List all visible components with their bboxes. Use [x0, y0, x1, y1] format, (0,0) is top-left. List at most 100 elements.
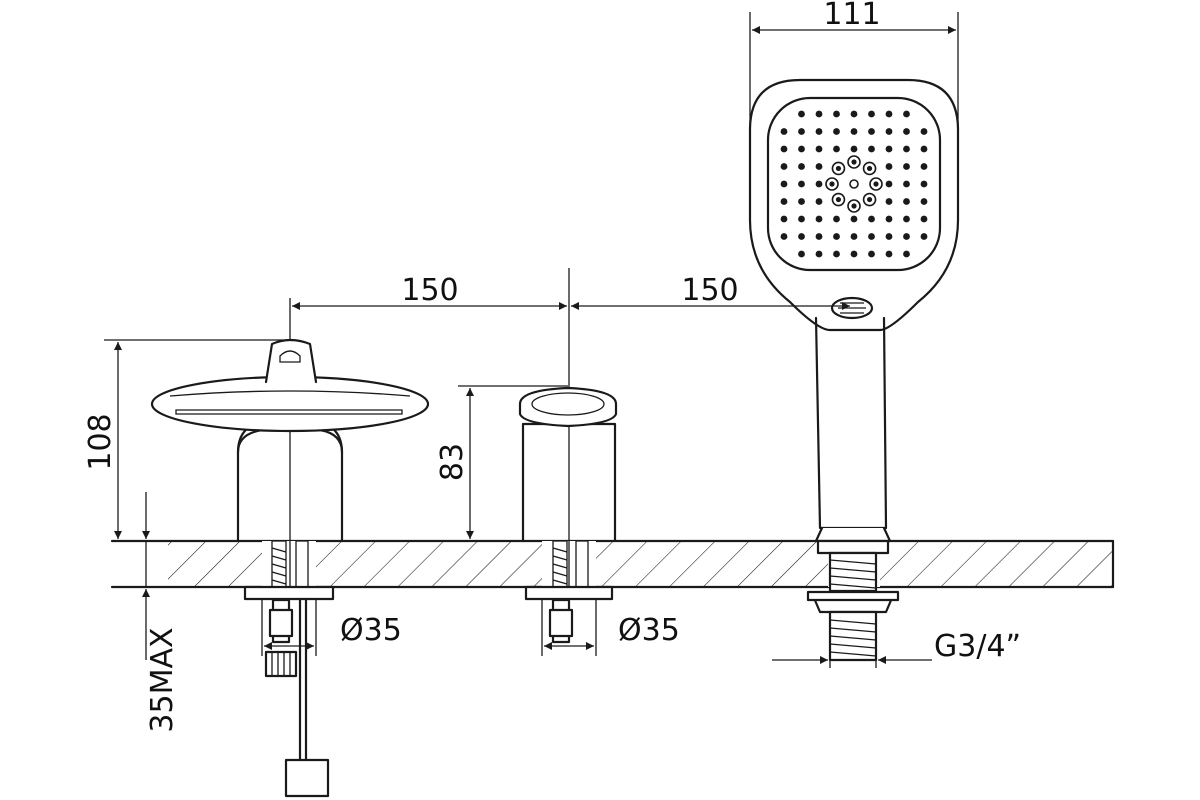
dimension-label-thread: G3/4”	[934, 629, 1021, 664]
dimension-label-height-middle: 83	[435, 443, 470, 481]
dimension-spacing: 150 150	[292, 273, 850, 310]
nozzle-ring-center	[851, 159, 857, 165]
nozzle-dot	[798, 198, 805, 205]
dimension-diameter-middle: Ø35	[541, 600, 680, 656]
nozzle-dot	[798, 250, 805, 258]
dimension-height-108: 108	[83, 339, 284, 539]
nozzle-dot	[903, 110, 910, 118]
nozzle-ring-center	[866, 196, 873, 203]
nozzle-dot	[920, 233, 928, 240]
nozzle-dot	[815, 233, 823, 240]
nozzle-dot	[920, 198, 928, 205]
nozzle-dot	[885, 180, 893, 188]
nozzle-ring-center	[873, 181, 879, 187]
nozzle-dot	[815, 110, 823, 118]
waterfall-spout	[150, 298, 430, 798]
nozzle-dot	[903, 233, 910, 240]
nozzle-dot	[850, 215, 858, 223]
nozzle-dot	[903, 128, 910, 135]
nozzle-dot	[798, 233, 805, 240]
nozzle-dot	[903, 198, 910, 205]
nozzle-dot	[920, 163, 928, 170]
nozzle-dot	[885, 198, 893, 205]
hand-shower	[748, 78, 960, 662]
nozzle-dot	[850, 145, 858, 153]
dimension-label-spacing-left: 150	[401, 273, 458, 308]
nozzle-dot	[798, 215, 805, 223]
nozzle-dot	[850, 128, 858, 135]
nozzle-ring-center	[835, 165, 842, 172]
nozzle-dot	[885, 250, 893, 258]
nozzle-ring-center	[829, 181, 835, 187]
nozzle-dot	[798, 145, 805, 153]
nozzle-dot	[885, 163, 893, 170]
dimension-height-83: 83	[435, 385, 568, 539]
nozzle-dot	[920, 215, 928, 223]
nozzle-dot	[920, 145, 928, 153]
nozzle-dot	[798, 128, 805, 135]
nozzle-dot	[780, 128, 788, 135]
nozzle-dot	[815, 198, 823, 205]
nozzle-dot	[868, 250, 875, 258]
nozzle-dot	[833, 215, 840, 223]
nozzle-dot	[920, 180, 928, 188]
nozzle-ring-center	[851, 203, 857, 209]
nozzle-dot	[798, 163, 805, 170]
nozzle-dot	[780, 233, 788, 240]
nozzle-dot	[903, 180, 910, 188]
dimension-diameter-left: Ø35	[261, 600, 402, 656]
nozzle-dot	[833, 128, 840, 135]
nozzle-dot	[815, 163, 823, 170]
diverter-mixer	[518, 268, 618, 644]
nozzle-dot	[815, 250, 823, 258]
nozzle-dot	[833, 145, 840, 153]
dimension-deck-thickness: 35MAX	[142, 492, 180, 733]
nozzle-dot	[850, 110, 858, 118]
nozzle-dot	[920, 128, 928, 135]
nozzle-ring-center	[866, 165, 873, 172]
nozzle-ring-center	[835, 196, 842, 203]
nozzle-dot	[815, 215, 823, 223]
nozzle-dot	[833, 250, 840, 258]
nozzle-dot	[903, 215, 910, 223]
nozzle-dot	[780, 215, 788, 223]
nozzle-dot	[885, 110, 893, 118]
nozzle-dot	[850, 250, 858, 258]
nozzle-dot	[868, 128, 875, 135]
nozzle-dot	[815, 128, 823, 135]
nozzle-dot	[885, 233, 893, 240]
dimension-label-diameter-middle: Ø35	[618, 613, 680, 648]
deck-section	[110, 539, 1115, 589]
nozzle-dot	[798, 110, 805, 118]
dimension-label-deck-thickness: 35MAX	[145, 627, 180, 732]
dimension-label-width: 111	[823, 0, 880, 32]
nozzle-dot	[833, 110, 840, 118]
nozzle-dot	[885, 128, 893, 135]
nozzle-dot	[868, 145, 875, 153]
nozzle-dot	[780, 198, 788, 205]
dimension-thread: G3/4”	[772, 629, 1021, 668]
nozzle-dot	[780, 145, 788, 153]
nozzle-dot	[850, 233, 858, 240]
nozzle-dot	[903, 250, 910, 258]
nozzle-dot	[885, 145, 893, 153]
nozzle-center	[849, 179, 859, 189]
nozzle-dot	[833, 233, 840, 240]
dimension-label-diameter-left: Ø35	[340, 613, 402, 648]
dimension-width-111: 111	[749, 0, 959, 128]
nozzle-dot	[868, 233, 875, 240]
spray-nozzles	[780, 110, 928, 258]
nozzle-dot	[780, 163, 788, 170]
nozzle-dot	[868, 215, 875, 223]
nozzle-dot	[815, 180, 823, 188]
nozzle-dot	[798, 180, 805, 188]
nozzle-dot	[903, 163, 910, 170]
nozzle-dot	[868, 110, 875, 118]
dimension-label-height-left: 108	[83, 413, 118, 470]
nozzle-dot	[903, 145, 910, 153]
nozzle-dot	[780, 180, 788, 188]
nozzle-dot	[815, 145, 823, 153]
dimension-label-spacing-right: 150	[681, 273, 738, 308]
nozzle-dot	[885, 215, 893, 223]
